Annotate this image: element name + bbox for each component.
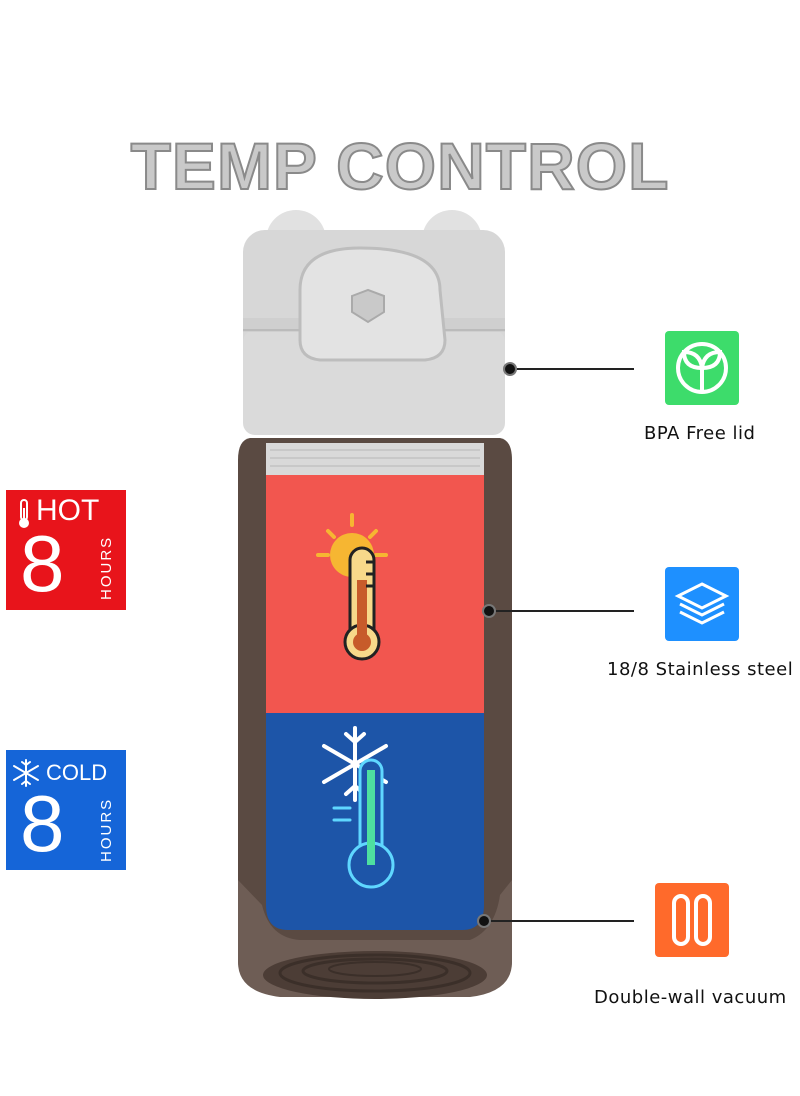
steel-rim: [266, 443, 484, 475]
vacuum-leader-line: [491, 920, 634, 922]
hot-label: HOT: [36, 494, 100, 527]
layers-icon: [665, 567, 739, 641]
feature-label-steel: 18/8 Stainless steel: [607, 659, 794, 680]
cold-badge: COLD 8 HOURS: [6, 750, 126, 870]
steel-leader-line: [496, 610, 634, 612]
thermometer-icon: [19, 499, 29, 528]
hot-badge: HOT 8 HOURS: [6, 490, 126, 610]
feature-label-vacuum: Double-wall vacuum: [594, 987, 787, 1008]
cold-thermometer-icon: [322, 726, 395, 889]
bottle-lid: [243, 210, 505, 435]
lid-pointer-dot: [503, 362, 517, 376]
steel-pointer-dot: [482, 604, 496, 618]
cold-hours-number: 8: [20, 779, 65, 868]
lid-leader-line: [517, 368, 634, 370]
snowflake-icon: [13, 759, 39, 787]
vacuum-pointer-dot: [477, 914, 491, 928]
hot-thermometer-icon: [316, 513, 388, 661]
hot-hours-unit: HOURS: [98, 535, 115, 600]
hot-hours-number: 8: [20, 519, 65, 608]
feature-label-bpa: BPA Free lid: [644, 423, 756, 444]
sprout-icon: [665, 331, 739, 405]
cold-label: COLD: [46, 760, 108, 785]
double-wall-icon: [655, 883, 729, 957]
cold-hours-unit: HOURS: [98, 797, 115, 862]
page-title: TEMP CONTROL: [130, 128, 670, 204]
